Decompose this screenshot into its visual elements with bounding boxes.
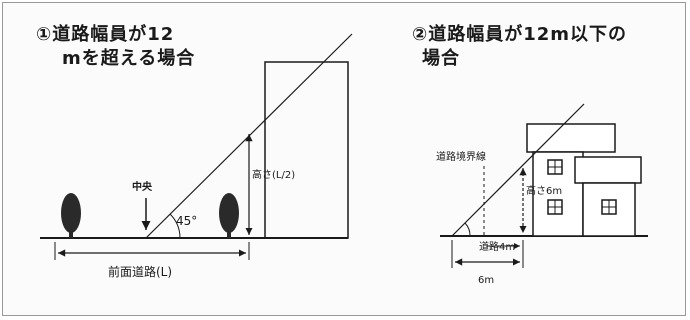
right-road-label: 道路4m [479,240,515,253]
tree-icon [219,193,239,238]
left-title-line1: ①道路幅員が12 [36,23,174,45]
left-building [264,61,349,239]
right-diagram: ②道路幅員が12m以下の 場合 道路境 [412,23,648,286]
center-label: 中央 [132,180,153,193]
right-slope-line [451,103,585,237]
distance-label: 6m [478,275,494,286]
angle-label: 45° [176,214,197,228]
right-height-label: 高さ6m [526,184,562,197]
left-diagram: ①道路幅員が12 mを超える場合 45° 中央 高さ(L/2) 前面道路(L) [36,23,353,279]
window-icon [547,199,563,215]
house-lower-roof [574,156,642,184]
right-title-line1: ②道路幅員が12m以下の [412,23,627,45]
window-icon [601,199,617,215]
left-title-line2: mを超える場合 [62,47,195,69]
window-icon [547,159,563,175]
right-angle-arc [464,222,471,237]
boundary-label: 道路境界線 [436,150,486,163]
right-title-line2: 場合 [422,47,460,69]
left-road-label: 前面道路(L) [108,264,172,279]
angle-arc [169,213,181,239]
tree-icon [61,193,81,238]
left-height-label: 高さ(L/2) [252,168,295,181]
